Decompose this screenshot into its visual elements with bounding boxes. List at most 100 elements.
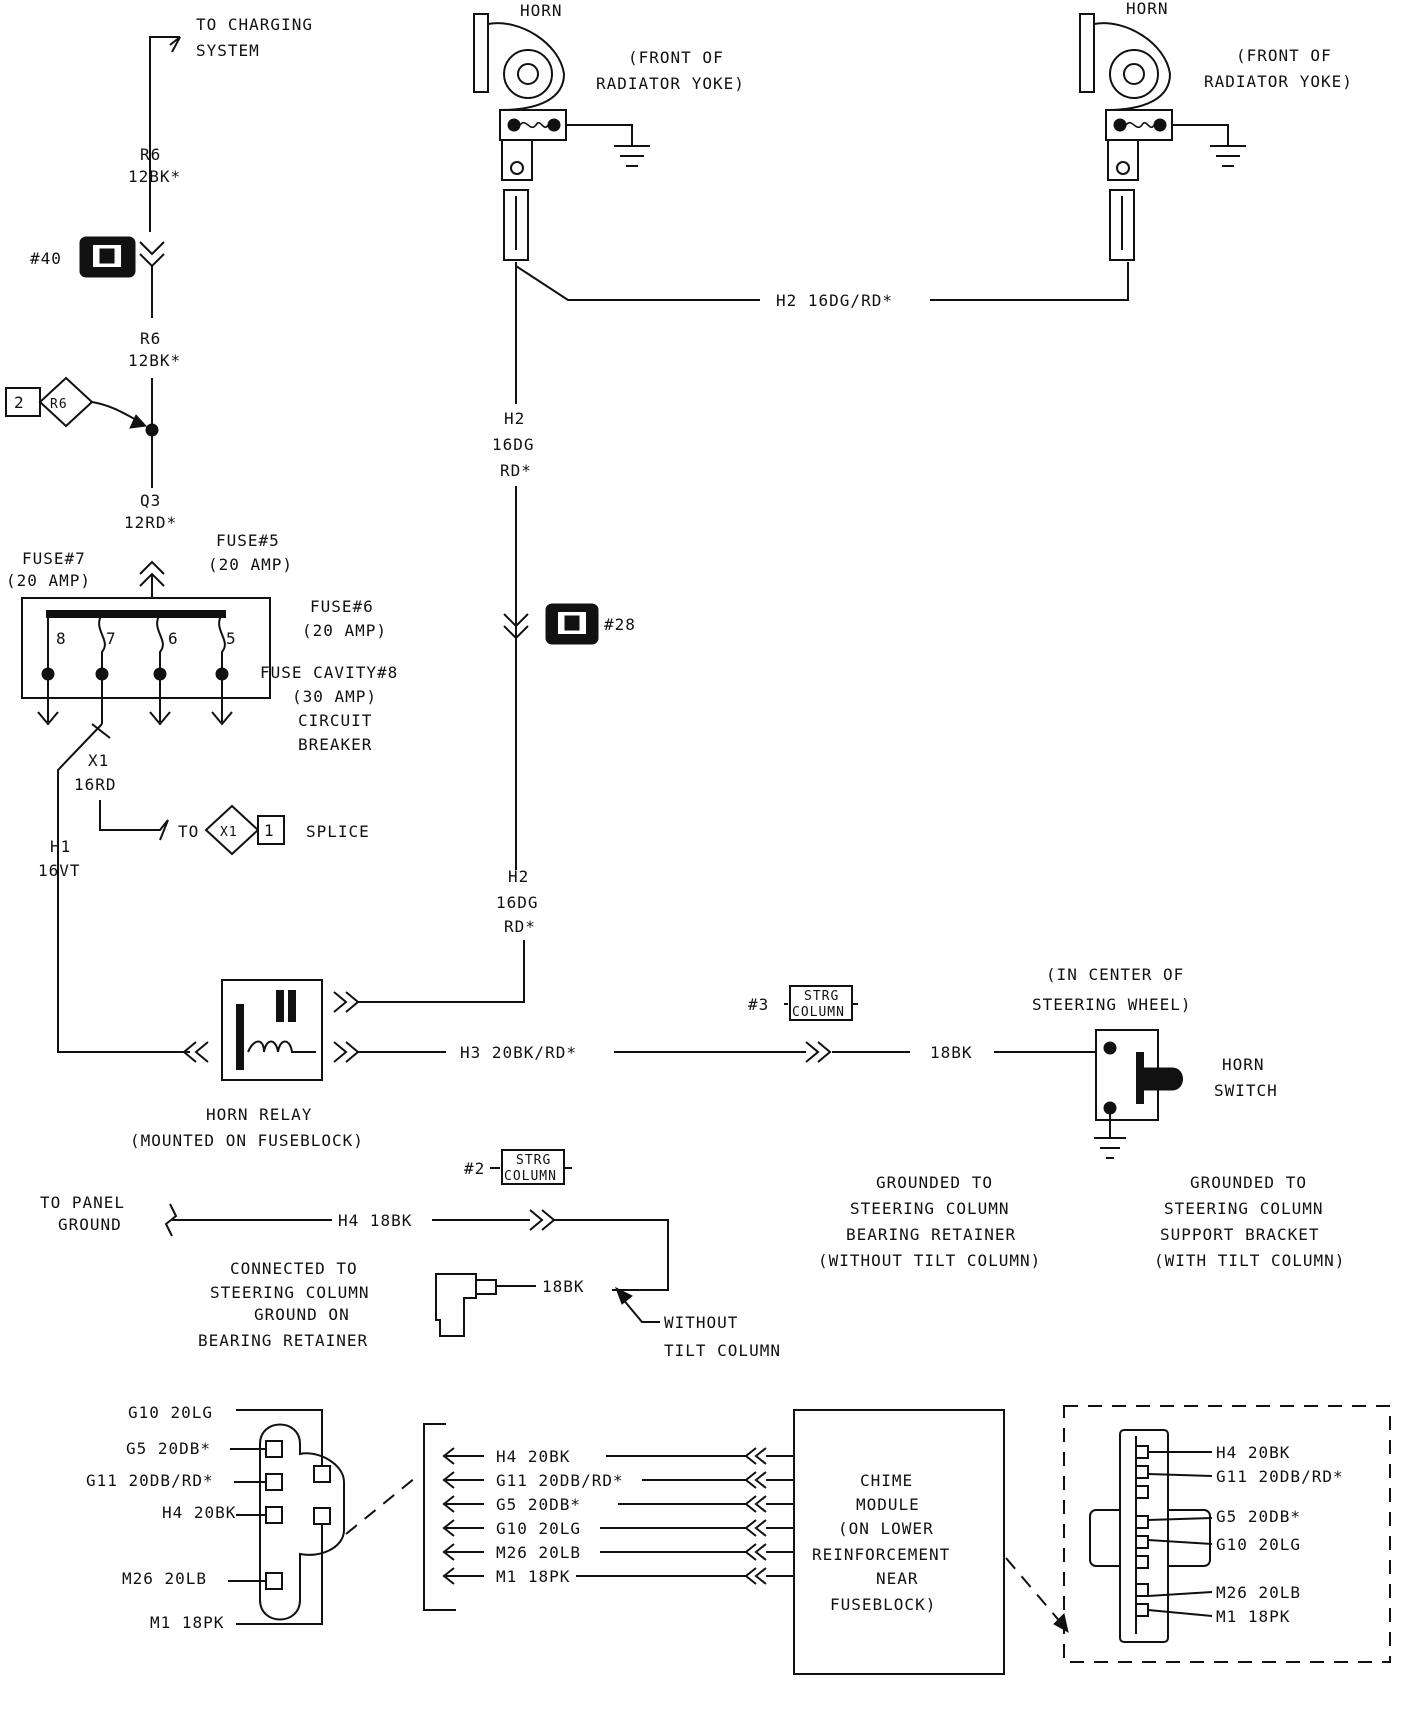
svg-text:M26 20LB: M26 20LB xyxy=(496,1543,581,1562)
fuse6-label: FUSE#6 (20 AMP) xyxy=(302,597,387,640)
right-connector-labels: H4 20BK G11 20DB/RD* G5 20DB* G10 20LG M… xyxy=(1216,1443,1343,1626)
right-connector-body xyxy=(1089,1429,1213,1643)
fuse7-label: FUSE#7 (20 AMP) xyxy=(6,549,91,590)
svg-text:G10 20LG: G10 20LG xyxy=(496,1519,581,1538)
h2-wire-label-low: H2 16DG RD* xyxy=(496,867,539,936)
horn-left-icon xyxy=(473,13,650,261)
charging-wire-break xyxy=(149,36,181,232)
svg-text:1: 1 xyxy=(264,821,275,840)
r6-connector-chevrons xyxy=(139,241,165,268)
q3-wire-label: Q3 12RD* xyxy=(124,491,177,532)
svg-text:M26 20LB: M26 20LB xyxy=(122,1569,207,1588)
mid-bundle-wires xyxy=(423,1423,794,1611)
svg-text:HORN: HORN xyxy=(1222,1055,1265,1074)
bk18-wire-label-b: 18BK xyxy=(542,1277,585,1296)
svg-text:SWITCH: SWITCH xyxy=(1214,1081,1278,1100)
svg-text:7: 7 xyxy=(106,629,117,648)
svg-text:SYSTEM: SYSTEM xyxy=(196,41,260,60)
svg-text:CONNECTED TO: CONNECTED TO xyxy=(230,1259,358,1278)
h4-connector-chevrons xyxy=(529,1209,556,1231)
relay-right-chevrons xyxy=(333,991,360,1063)
svg-text:FUSE#6: FUSE#6 xyxy=(310,597,374,616)
x1-branch-wire xyxy=(57,723,190,1053)
fuse-block: 8 7 6 5 xyxy=(21,597,271,699)
horn-right-label: HORN (FRONT OF RADIATOR YOKE) xyxy=(1126,0,1353,91)
svg-text:TO CHARGING: TO CHARGING xyxy=(196,15,313,34)
horn-relay-label: HORN RELAY (MOUNTED ON FUSEBLOCK) xyxy=(130,1105,363,1150)
svg-text:16VT: 16VT xyxy=(38,861,81,880)
svg-text:FUSE CAVITY#8: FUSE CAVITY#8 xyxy=(260,663,398,682)
r6-wire-label-lower: R6 12BK* xyxy=(128,329,180,370)
h2-wire-label-mid: H2 16DG RD* xyxy=(492,409,535,480)
svg-text:8: 8 xyxy=(56,629,67,648)
grounded-to-bracket-label: GROUNDED TO STEERING COLUMN SUPPORT BRAC… xyxy=(1154,1173,1345,1270)
svg-text:TILT COLUMN: TILT COLUMN xyxy=(664,1341,781,1360)
steering-center-label: (IN CENTER OF STEERING WHEEL) xyxy=(1032,965,1192,1014)
h3-connector-chevrons xyxy=(805,1041,832,1063)
splice-pointer-arrowhead xyxy=(129,414,148,429)
fuse5-label: FUSE#5 (20 AMP) xyxy=(208,531,292,574)
mid-wire-labels: H4 20BK G11 20DB/RD* G5 20DB* G10 20LG M… xyxy=(496,1447,624,1586)
svg-text:SUPPORT BRACKET: SUPPORT BRACKET xyxy=(1160,1225,1320,1244)
h2-top-wire-label: H2 16DG/RD* xyxy=(776,291,893,310)
svg-text:(FRONT OF: (FRONT OF xyxy=(1236,46,1332,65)
svg-text:5: 5 xyxy=(226,629,237,648)
ground-eyelet-icon xyxy=(435,1273,536,1337)
svg-text:6: 6 xyxy=(168,629,179,648)
svg-text:(WITH TILT COLUMN): (WITH TILT COLUMN) xyxy=(1154,1251,1345,1270)
svg-text:NEAR: NEAR xyxy=(876,1569,919,1588)
svg-text:(20 AMP): (20 AMP) xyxy=(302,621,387,640)
svg-text:COLUMN: COLUMN xyxy=(504,1169,557,1184)
svg-text:16RD: 16RD xyxy=(74,775,117,794)
svg-text:16DG: 16DG xyxy=(496,893,539,912)
svg-text:(WITHOUT TILT COLUMN): (WITHOUT TILT COLUMN) xyxy=(818,1251,1041,1270)
bk18-wire-label-a: 18BK xyxy=(930,1043,973,1062)
svg-text:HORN RELAY: HORN RELAY xyxy=(206,1105,312,1124)
svg-text:Q3: Q3 xyxy=(140,491,161,510)
svg-text:(20 AMP): (20 AMP) xyxy=(6,571,91,590)
svg-text:HORN: HORN xyxy=(1126,0,1169,18)
x1-wire-label: X1 16RD xyxy=(74,751,117,794)
svg-text:X1: X1 xyxy=(220,825,238,840)
svg-text:R6: R6 xyxy=(140,145,161,164)
svg-text:H2: H2 xyxy=(504,409,525,428)
horn-switch-label: HORN SWITCH xyxy=(1214,1055,1278,1100)
svg-text:RD*: RD* xyxy=(500,461,532,480)
connector-28-label: #28 xyxy=(604,615,636,634)
svg-text:G5 20DB*: G5 20DB* xyxy=(126,1439,211,1458)
grounded-to-bearing-label: GROUNDED TO STEERING COLUMN BEARING RETA… xyxy=(818,1173,1041,1270)
h4-18bk-wire-label: H4 18BK xyxy=(338,1211,412,1230)
h1-wire-label: H1 16VT xyxy=(38,837,81,880)
svg-text:(ON LOWER: (ON LOWER xyxy=(838,1519,934,1538)
svg-text:12RD*: 12RD* xyxy=(124,513,177,532)
svg-text:COLUMN: COLUMN xyxy=(792,1005,845,1020)
svg-text:RADIATOR YOKE): RADIATOR YOKE) xyxy=(1204,72,1353,91)
svg-text:H4 20BK: H4 20BK xyxy=(1216,1443,1290,1462)
svg-text:H1: H1 xyxy=(50,837,71,856)
svg-text:#3: #3 xyxy=(748,995,769,1014)
svg-text:FUSE#5: FUSE#5 xyxy=(216,531,280,550)
svg-text:WITHOUT: WITHOUT xyxy=(664,1313,738,1332)
chime-dashed-leader xyxy=(1005,1557,1063,1625)
svg-text:STRG: STRG xyxy=(516,1153,551,1168)
svg-text:RADIATOR YOKE): RADIATOR YOKE) xyxy=(596,74,745,93)
connector-40-icon xyxy=(79,236,136,278)
svg-text:G11 20DB/RD*: G11 20DB/RD* xyxy=(86,1471,214,1490)
svg-text:H4 20BK: H4 20BK xyxy=(496,1447,570,1466)
svg-text:H2: H2 xyxy=(508,867,529,886)
svg-text:16DG: 16DG xyxy=(492,435,535,454)
strg-column-2: #2 STRG COLUMN xyxy=(464,1149,572,1185)
svg-text:STEERING COLUMN: STEERING COLUMN xyxy=(850,1199,1010,1218)
horn-left-label: HORN (FRONT OF RADIATOR YOKE) xyxy=(520,1,745,93)
connector-40-label: #40 xyxy=(30,249,62,268)
svg-text:G11 20DB/RD*: G11 20DB/RD* xyxy=(496,1471,624,1490)
left-connector-dashed-leader xyxy=(345,1473,421,1535)
svg-text:(30 AMP): (30 AMP) xyxy=(292,687,377,706)
svg-text:CIRCUIT: CIRCUIT xyxy=(298,711,372,730)
svg-text:STEERING WHEEL): STEERING WHEEL) xyxy=(1032,995,1192,1014)
h3-wire-label: H3 20BK/RD* xyxy=(460,1043,577,1062)
svg-text:GROUNDED TO: GROUNDED TO xyxy=(876,1173,993,1192)
splice-r6-reference: 2 R6 xyxy=(5,376,94,428)
r6-wire-label-upper: R6 12BK* xyxy=(128,145,180,186)
